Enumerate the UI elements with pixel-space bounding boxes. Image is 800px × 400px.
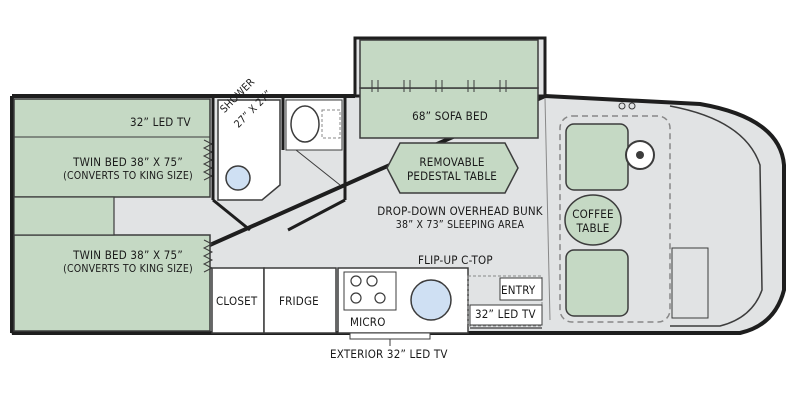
passenger-footwell (671, 247, 709, 319)
flip-up-counter-label: FLIP-UP C-TOP (418, 253, 493, 267)
overhead-bunk-label: DROP-DOWN OVERHEAD BUNK (377, 204, 543, 218)
closet (211, 267, 265, 334)
shower-drain (225, 165, 251, 191)
microwave-label: MICRO (350, 315, 386, 329)
pedestal-table (386, 142, 519, 194)
closet-label: CLOSET (216, 294, 258, 308)
entry-tv (469, 304, 543, 326)
flip-up-counter (467, 275, 543, 327)
twin-bed-2-title: TWIN BED 38” X 75” (73, 248, 183, 262)
twin-bed-1-title: TWIN BED 38” X 75” (73, 155, 183, 169)
outer-wall (11, 93, 786, 335)
twin-bed-1-subtitle: (CONVERTS TO KING SIZE) (63, 170, 193, 182)
exterior-tv-label: EXTERIOR 32” LED TV (330, 347, 448, 361)
cab-partition (544, 97, 551, 321)
toilet-icon (290, 105, 320, 143)
overhead-bunk-size-label: 38” X 73” SLEEPING AREA (395, 219, 525, 231)
cab-dash-outline (559, 115, 671, 323)
coffee-table-label-2: TABLE (576, 221, 610, 235)
twin-bed-2 (13, 234, 211, 332)
bed-nightstand (13, 196, 115, 236)
sofa-bed (359, 87, 539, 139)
sofa-bed-label: 68” SOFA BED (412, 109, 488, 123)
entry-label: ENTRY (501, 283, 536, 297)
captain-chair-1 (565, 123, 629, 191)
coffee-table-label-1: COFFEE (572, 207, 614, 221)
coffee-table (564, 194, 622, 246)
exterior-tv-mount (349, 332, 431, 340)
pedestal-table-label-1: REMOVABLE (419, 155, 485, 169)
dashboard (669, 105, 763, 327)
pedestal-table-label-2: PEDESTAL TABLE (406, 169, 498, 183)
bed-zigzag-2 (202, 239, 214, 273)
cooktop (343, 271, 397, 311)
fridge (263, 267, 337, 334)
entry-tv-label: 32” LED TV (475, 307, 536, 321)
galley-sink (410, 279, 452, 321)
fridge-label: FRIDGE (279, 294, 319, 308)
twin-bed-2-subtitle: (CONVERTS TO KING SIZE) (63, 263, 193, 275)
captain-chair-2 (565, 249, 629, 317)
entry-step (499, 277, 543, 301)
bedroom-tv-label: 32” LED TV (130, 115, 191, 129)
twin-bed-1 (13, 98, 211, 198)
